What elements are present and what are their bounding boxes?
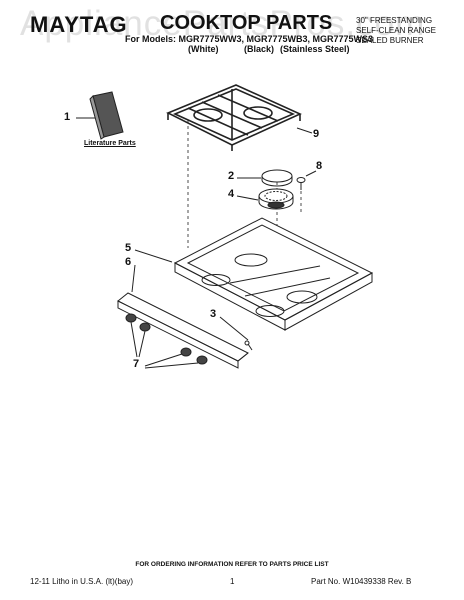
callout-5: 5 xyxy=(125,242,132,254)
range-type-line-3: SEALED BURNER xyxy=(356,36,424,45)
leader-5 xyxy=(134,249,173,263)
callout-4: 4 xyxy=(228,188,235,200)
leader-3 xyxy=(219,316,249,341)
burner-head xyxy=(258,188,294,210)
page-title: COOKTOP PARTS xyxy=(160,12,333,34)
knobs xyxy=(125,313,208,365)
callout-6: 6 xyxy=(125,256,132,268)
callout-2: 2 xyxy=(228,170,235,182)
variant-black: (Black) xyxy=(244,44,275,54)
leader-4 xyxy=(236,195,259,201)
callout-9: 9 xyxy=(313,128,320,140)
range-type-line-1: 30" FREESTANDING xyxy=(356,16,433,25)
burner-cap xyxy=(261,169,293,187)
callout-3: 3 xyxy=(210,308,217,320)
callout-8: 8 xyxy=(316,160,323,172)
cooktop xyxy=(173,217,374,331)
manifold-panel xyxy=(117,292,249,369)
leader-9 xyxy=(296,127,313,134)
screw xyxy=(296,177,306,190)
leader-7 xyxy=(130,321,199,369)
watermark: AppliancePartsPros.com xyxy=(20,4,426,43)
brand-logo: MAYTAG xyxy=(30,12,128,37)
part-number: Part No. W10439338 Rev. B xyxy=(311,577,412,586)
grate xyxy=(166,84,302,151)
callout-1: 1 xyxy=(64,111,71,123)
literature-parts-label: Literature Parts xyxy=(84,140,136,147)
leader-8 xyxy=(305,170,317,177)
litho-info: 12-11 Litho in U.S.A. (lt)(bay) xyxy=(30,577,134,586)
literature-booklet xyxy=(89,91,124,140)
page-number: 1 xyxy=(230,577,235,586)
panel-screw xyxy=(244,340,253,351)
range-type-line-2: SELF-CLEAN RANGE xyxy=(356,26,437,35)
variant-stainless: (Stainless Steel) xyxy=(280,44,350,54)
variant-white: (White) xyxy=(188,44,219,54)
callout-7: 7 xyxy=(133,358,140,370)
models-line: For Models: MGR7775WW3, MGR7775WB3, MGR7… xyxy=(125,34,374,44)
leader-6 xyxy=(131,264,136,293)
ordering-note: FOR ORDERING INFORMATION REFER TO PARTS … xyxy=(135,561,329,568)
